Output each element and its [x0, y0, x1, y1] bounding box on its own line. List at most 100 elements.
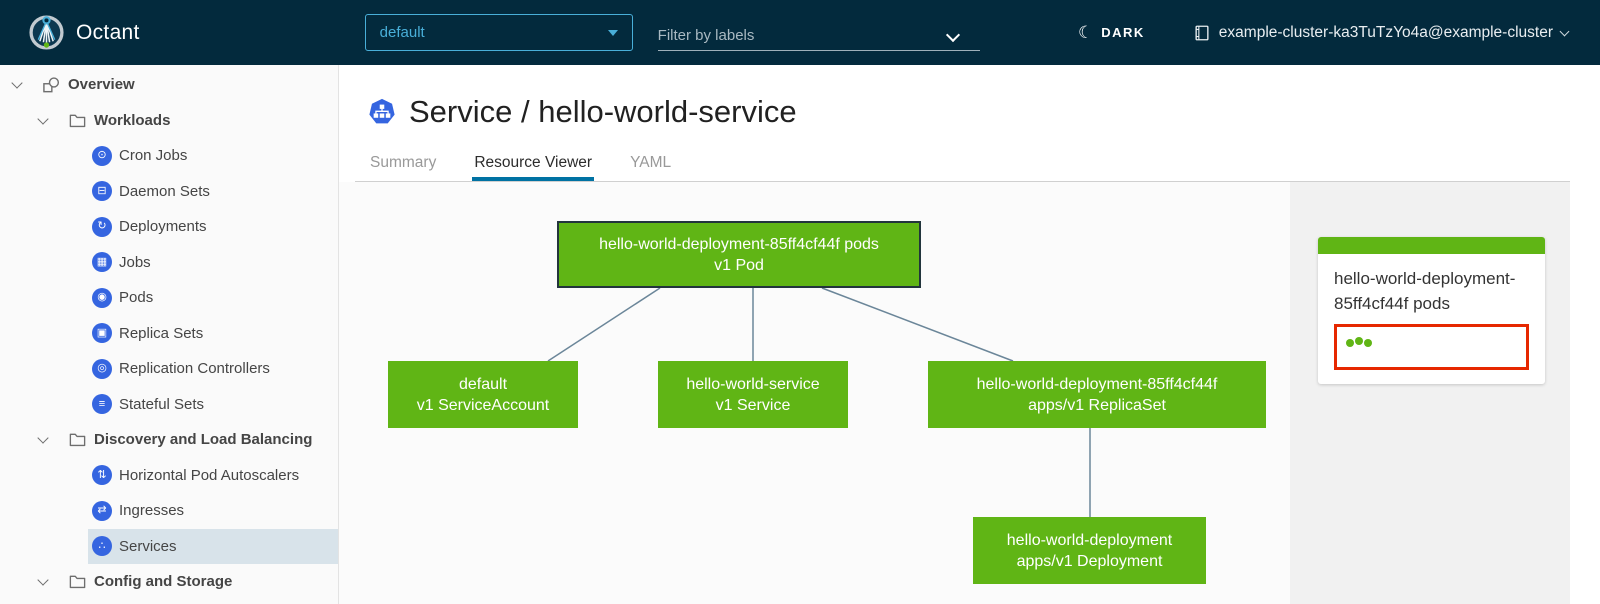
node-kind: v1 ServiceAccount — [416, 396, 550, 414]
tab-yaml[interactable]: YAML — [630, 154, 672, 171]
tab-bar: Summary Resource Viewer YAML — [355, 149, 1570, 182]
theme-toggle-label: DARK — [1101, 25, 1145, 40]
overview-icon — [40, 75, 62, 95]
octant-logo: Octant — [28, 14, 140, 51]
node-name: hello-world-deployment — [1006, 531, 1173, 549]
sidebar-item-cron-jobs[interactable]: ⊙ Cron Jobs — [0, 138, 338, 174]
daemon-sets-icon: ⊟ — [92, 181, 112, 202]
sidebar-item-config-and-storage[interactable]: Config and Storage — [0, 564, 338, 600]
sidebar-item-stateful-sets[interactable]: ≡ Stateful Sets — [0, 387, 338, 423]
tab-summary[interactable]: Summary — [370, 154, 437, 171]
sidebar-item-label: Discovery and Load Balancing — [94, 431, 313, 449]
cluster-context-label: example-cluster-ka3TuTzYo4a@example-clus… — [1218, 23, 1553, 41]
graph-node-pod[interactable]: hello-world-deployment-85ff4cf44f pods v1… — [557, 221, 921, 288]
node-kind: apps/v1 ReplicaSet — [1028, 396, 1166, 414]
replica-sets-icon: ▣ — [92, 323, 112, 344]
graph-node-replicaset[interactable]: hello-world-deployment-85ff4cf44f apps/v1… — [928, 361, 1266, 428]
pod-ok-dot — [1364, 338, 1372, 347]
graph-node-deployment[interactable]: hello-world-deployment apps/v1 Deployment — [973, 517, 1206, 584]
stateful-sets-icon: ≡ — [92, 394, 112, 415]
sidebar-item-services[interactable]: ∴ Services — [0, 528, 338, 565]
services-icon: ∴ — [92, 536, 112, 557]
deployments-icon: ↻ — [92, 216, 112, 237]
main-content: Service / hello-world-service Summary Res… — [339, 65, 1600, 604]
sidebar-item-label: Cron Jobs — [119, 147, 188, 165]
sidebar-item-replica-sets[interactable]: ▣ Replica Sets — [0, 316, 338, 352]
folder-icon — [66, 430, 88, 450]
pods-icon: ◉ — [92, 287, 112, 308]
cron-jobs-icon: ⊙ — [92, 145, 112, 166]
label-filter — [657, 14, 980, 51]
horizontal-pod-autoscalers-icon: ⇅ — [92, 465, 112, 486]
graph-node-serviceaccount[interactable]: default v1 ServiceAccount — [388, 361, 578, 428]
sidebar-item-ingresses[interactable]: ⇄ Ingresses — [0, 493, 338, 529]
sidebar-item-horizontal-pod-autoscalers[interactable]: ⇅ Horizontal Pod Autoscalers — [0, 458, 338, 494]
sidebar-item-replication-controllers[interactable]: ◎ Replication Controllers — [0, 351, 338, 387]
sidebar-item-label: Services — [119, 537, 177, 555]
pod-status-box — [1334, 324, 1529, 370]
theme-toggle[interactable]: ☾ DARK — [1078, 23, 1145, 43]
sidebar-item-label: Config and Storage — [94, 573, 233, 591]
sidebar-item-label: Jobs — [119, 253, 151, 271]
sidebar-item-label: Horizontal Pod Autoscalers — [119, 466, 300, 484]
detail-panel: hello-world-deployment-85ff4cf44f pods — [1290, 182, 1570, 604]
app-title: Octant — [76, 20, 140, 44]
page-title: Service / hello-world-service — [409, 94, 797, 129]
node-kind: apps/v1 Deployment — [1016, 552, 1163, 570]
octant-logo-icon — [29, 15, 64, 50]
chevron-down-icon[interactable] — [36, 433, 58, 447]
node-name: hello-world-deployment-85ff4cf44f — [976, 375, 1218, 393]
dropdown-caret-icon — [607, 29, 618, 36]
chevron-down-icon[interactable] — [945, 27, 960, 43]
chevron-down-icon — [1559, 26, 1570, 36]
card-title: hello-world-deployment-85ff4cf44f pods — [1334, 269, 1516, 313]
node-name: hello-world-service — [686, 375, 820, 393]
filter-by-labels-input[interactable] — [657, 27, 948, 44]
sidebar-item-label: Ingresses — [119, 502, 185, 520]
cluster-context-switcher[interactable]: example-cluster-ka3TuTzYo4a@example-clus… — [1193, 23, 1570, 42]
chevron-down-icon[interactable] — [36, 575, 58, 589]
sidebar-nav: Overview Workloads ⊙ Cron Jobs ⊟ Daemon Sets… — [0, 65, 339, 604]
graph-edges — [547, 287, 1091, 517]
sidebar-item-overview[interactable]: Overview — [0, 67, 338, 103]
sidebar-item-deployments[interactable]: ↻ Deployments — [0, 209, 338, 245]
jobs-icon: ▦ — [92, 252, 112, 273]
service-icon — [369, 98, 395, 124]
node-name: default — [458, 375, 508, 393]
node-name: hello-world-deployment-85ff4cf44f pods — [599, 235, 879, 253]
sidebar-item-label: Replica Sets — [119, 324, 204, 342]
sidebar-item-label: Daemon Sets — [119, 182, 210, 200]
replication-controllers-icon: ◎ — [92, 358, 112, 379]
folder-icon — [66, 572, 88, 592]
app-header: Octant default ☾ DARK example-cluster-ka… — [0, 0, 1600, 65]
tab-resource-viewer[interactable]: Resource Viewer — [472, 149, 595, 181]
sidebar-item-label: Overview — [68, 76, 135, 94]
moon-icon: ☾ — [1077, 22, 1094, 42]
sidebar-item-label: Stateful Sets — [119, 395, 205, 413]
sidebar-item-workloads[interactable]: Workloads — [0, 103, 338, 139]
sidebar-item-label: Replication Controllers — [119, 360, 270, 378]
node-kind: v1 Service — [715, 396, 791, 414]
namespace-dropdown[interactable]: default — [364, 14, 633, 51]
sidebar-item-pods[interactable]: ◉ Pods — [0, 280, 338, 316]
sidebar-item-jobs[interactable]: ▦ Jobs — [0, 245, 338, 281]
folder-icon — [66, 110, 88, 130]
chevron-down-icon[interactable] — [10, 78, 32, 92]
chevron-down-icon[interactable] — [36, 113, 58, 127]
selected-resource-card: hello-world-deployment-85ff4cf44f pods — [1318, 237, 1545, 384]
graph-node-service[interactable]: hello-world-service v1 Service — [658, 361, 848, 428]
node-kind: v1 Pod — [714, 256, 764, 274]
sidebar-item-discovery-and-load-balancing[interactable]: Discovery and Load Balancing — [0, 422, 338, 458]
pod-ok-dot — [1355, 336, 1363, 345]
sidebar-item-label: Workloads — [94, 111, 171, 129]
sidebar-item-label: Deployments — [119, 218, 207, 236]
namespace-dropdown-value: default — [379, 24, 425, 41]
right-gutter — [1570, 182, 1600, 604]
resource-graph: hello-world-deployment-85ff4cf44f pods v1… — [339, 182, 1290, 604]
ingresses-icon: ⇄ — [92, 500, 112, 521]
sidebar-item-label: Pods — [119, 289, 154, 307]
sidebar-item-daemon-sets[interactable]: ⊟ Daemon Sets — [0, 174, 338, 210]
pod-ok-dot — [1346, 338, 1354, 347]
cluster-icon — [1195, 25, 1209, 40]
card-status-bar — [1318, 237, 1545, 254]
